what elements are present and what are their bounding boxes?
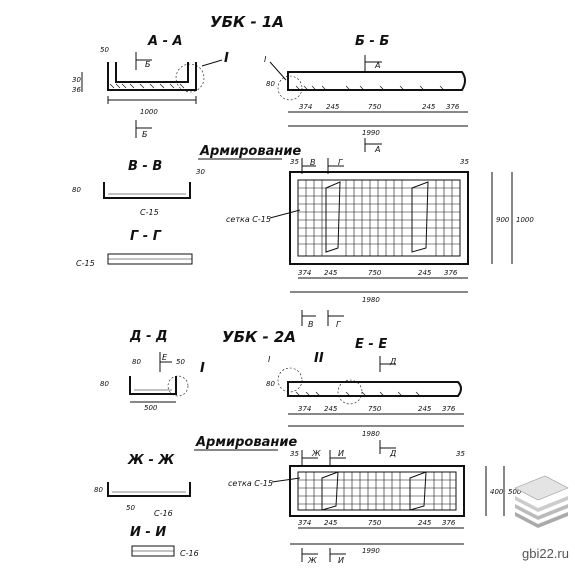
mesh-label-1: сетка С-15 (226, 215, 271, 224)
dim-m2-500: 500 (508, 488, 522, 496)
cut-mark-b-bottom: Б (142, 130, 148, 139)
cut-mark-a-bottom: А (374, 145, 380, 154)
section-a-a: А - А 1000 50 30 36 Б Б I (72, 34, 229, 139)
dim-m-374: 374 (298, 269, 311, 277)
section-i-i-label: И - И (130, 525, 166, 540)
dim-376: 376 (446, 103, 460, 111)
label-c16-zh: С-16 (154, 509, 173, 518)
section-d-d-label: Д - Д (129, 329, 168, 344)
dim-e-245: 245 (324, 405, 338, 413)
dim-m2-1990: 1990 (362, 547, 380, 555)
node-ii-ref: II (314, 351, 324, 366)
dim-1990: 1990 (362, 129, 380, 137)
node-mark-i: I (224, 51, 229, 66)
dim-d-50: 50 (176, 358, 185, 366)
dim-m-245b: 245 (418, 269, 432, 277)
watermark-text: gbi22.ru (522, 546, 569, 561)
section-i-i: И - И С-16 (130, 525, 199, 558)
cut-i-bottom: И (338, 556, 344, 565)
section-v-v: В - В 80 30 С-15 (72, 159, 205, 217)
title-ubk-1a: УБК - 1А (210, 13, 284, 31)
heading-reinforcement-1: Армирование (199, 144, 301, 159)
cut-e-top: Е (162, 353, 168, 362)
dim-d-80b: 80 (100, 380, 109, 388)
cut-g-bottom: Г (336, 320, 341, 329)
dim-m2-374: 374 (298, 519, 311, 527)
dim-36: 36 (72, 86, 81, 94)
cut-d-top: Д (389, 357, 396, 366)
dim-v-80: 80 (72, 186, 81, 194)
dim-e-245b: 245 (418, 405, 432, 413)
dim-400: 400 (490, 488, 504, 496)
cut-zh-bottom: Ж (307, 556, 317, 565)
mesh-plan-2a: 374 245 750 245 376 1990 35 35 400 500 с… (228, 449, 522, 565)
dim-35-left: 35 (290, 158, 299, 166)
dim-750: 750 (368, 103, 382, 111)
dim-35-right: 35 (460, 158, 469, 166)
cut-mark-a-top: А (374, 61, 380, 70)
dim-m2-35-left: 35 (290, 450, 299, 458)
title-ubk-2a: УБК - 2А (222, 328, 296, 346)
section-a-a-label: А - А (147, 34, 183, 49)
dim-v-30: 30 (196, 168, 205, 176)
cut-zh-top: Ж (311, 449, 321, 458)
dim-m2-245: 245 (324, 519, 338, 527)
dim-30: 30 (72, 76, 81, 84)
section-v-v-label: В - В (128, 159, 162, 174)
dim-245: 245 (326, 103, 340, 111)
label-c16-i: С-16 (180, 549, 199, 558)
mesh-plan-1a: 374 245 750 245 376 1980 35 35 900 1000 … (226, 158, 534, 329)
section-g-g: Г - Г С-15 (76, 229, 193, 268)
dim-m-245: 245 (324, 269, 338, 277)
section-b-b: Б - Б I 80 А 374 245 750 245 376 1990 А (264, 34, 468, 154)
section-zh-zh: Ж - Ж 80 50 С-16 (94, 453, 191, 518)
dim-374: 374 (299, 103, 312, 111)
dim-e-1980: 1980 (362, 430, 380, 438)
dim-e-80: 80 (266, 380, 275, 388)
dim-zh-50: 50 (126, 504, 135, 512)
dim-1000: 1000 (140, 108, 158, 116)
cut-g-top: Г (338, 158, 343, 167)
watermark-logo-icon (514, 475, 569, 528)
dim-50: 50 (100, 46, 109, 54)
heading-reinforcement-2: Армирование (195, 435, 297, 450)
cut-v-bottom: В (308, 320, 314, 329)
cut-mark-b-top: Б (145, 60, 151, 69)
cut-d-bottom: Д (389, 449, 396, 458)
section-b-b-label: Б - Б (355, 34, 389, 49)
dim-e-374: 374 (298, 405, 311, 413)
dim-m2-245b: 245 (418, 519, 432, 527)
dim-m-750: 750 (368, 269, 382, 277)
cut-i-top: И (338, 449, 344, 458)
node-i-ref: I (264, 55, 267, 64)
dim-m2-376: 376 (442, 519, 456, 527)
dim-m2-750: 750 (368, 519, 382, 527)
dim-1000-side: 1000 (516, 216, 534, 224)
dim-e-750: 750 (368, 405, 382, 413)
section-zh-zh-label: Ж - Ж (127, 453, 175, 468)
dim-d-80: 80 (132, 358, 141, 366)
node-mark-i-2: I (200, 361, 205, 376)
label-c15-v: С-15 (140, 208, 159, 217)
dim-80: 80 (266, 80, 275, 88)
dim-1980: 1980 (362, 296, 380, 304)
dim-900: 900 (496, 216, 510, 224)
dim-zh-80: 80 (94, 486, 103, 494)
node-i-ref-2: I (268, 355, 271, 364)
section-d-d: Д - Д 80 50 80 500 Е I (100, 329, 205, 412)
section-e-e: Е - Е I II 80 Д 374 245 750 245 376 1980… (266, 337, 464, 458)
cut-v-top: В (310, 158, 316, 167)
dim-245b: 245 (422, 103, 436, 111)
section-e-e-label: Е - Е (355, 337, 387, 352)
dim-m-376: 376 (444, 269, 458, 277)
section-g-g-label: Г - Г (130, 229, 162, 244)
dim-m2-35-right: 35 (456, 450, 465, 458)
dim-500: 500 (144, 404, 158, 412)
mesh-label-2: сетка С-15 (228, 479, 273, 488)
dim-e-376: 376 (442, 405, 456, 413)
label-c15-g: С-15 (76, 259, 95, 268)
